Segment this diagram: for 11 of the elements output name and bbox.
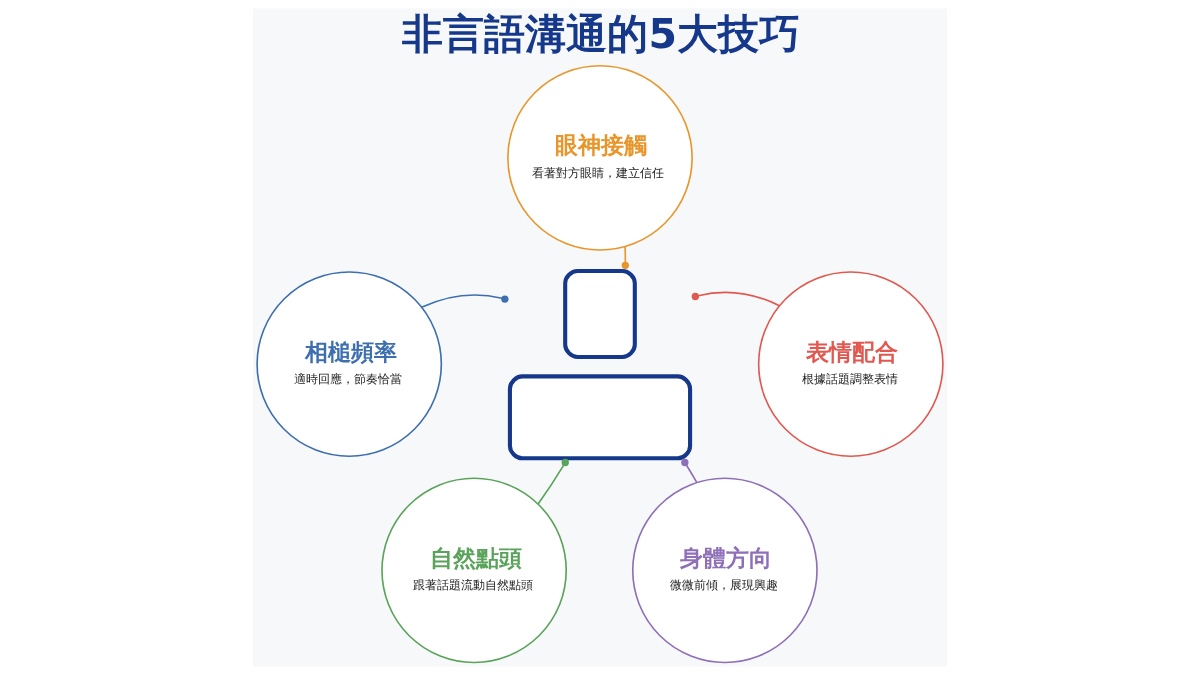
diagram-title: 非言語溝通的5大技巧 — [402, 10, 800, 59]
node-circle: 自然點頭 跟著話題流動自然點頭 — [381, 477, 568, 664]
node-circle: 相槌頻率 適時回應，節奏恰當 — [256, 271, 443, 458]
connector — [421, 294, 509, 308]
connector — [691, 291, 781, 307]
connector — [621, 245, 629, 270]
connector — [681, 458, 698, 484]
node-circle: 表情配合 根據話題調整表情 — [757, 271, 944, 458]
node-circle: 眼神接觸 看著對方眼睛，建立信任 — [507, 64, 693, 251]
node-circle: 身體方向 微微前傾，展現興趣 — [631, 477, 818, 664]
connector — [537, 458, 569, 505]
